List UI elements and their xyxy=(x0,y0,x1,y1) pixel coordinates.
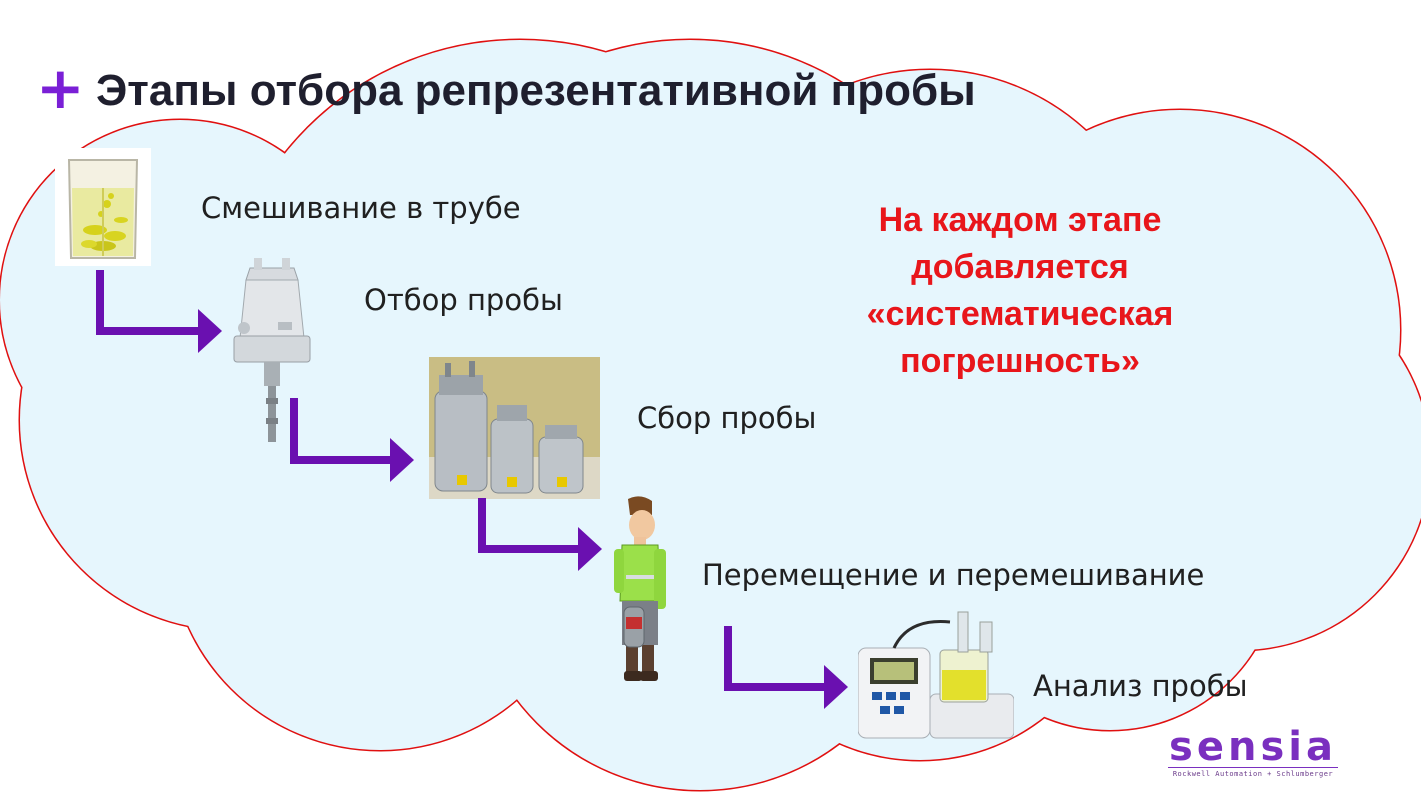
titrator-analyzer-icon xyxy=(858,611,1014,739)
callout-line-2: добавляется xyxy=(911,248,1129,286)
logo-tagline: Rockwell Automation + Schlumberger xyxy=(1172,770,1334,778)
arrow-3 xyxy=(478,498,602,571)
systematic-error-callout: На каждом этапе добавляется «систематиче… xyxy=(800,197,1240,385)
callout-line-4: погрешность» xyxy=(900,342,1140,380)
page-title: Этапы отбора репрезентативной пробы xyxy=(96,66,976,115)
title-plus-icon: + xyxy=(36,54,85,122)
step-label-mixing: Смешивание в трубе xyxy=(201,191,521,225)
callout-line-1: На каждом этапе xyxy=(878,201,1162,239)
step-label-transport: Перемещение и перемешивание xyxy=(702,558,1205,592)
arrow-1 xyxy=(96,270,222,353)
logo-rule xyxy=(1168,767,1338,768)
arrow-4 xyxy=(724,626,848,709)
sample-cylinders-icon xyxy=(429,357,600,499)
step-label-sampling: Отбор пробы xyxy=(364,283,563,317)
sensia-logo: sensia Rockwell Automation + Schlumberge… xyxy=(1168,724,1338,778)
step-label-collection: Сбор пробы xyxy=(637,401,817,435)
logo-wordmark: sensia xyxy=(1169,724,1337,770)
arrow-2 xyxy=(290,398,414,482)
carrier-person-icon xyxy=(614,496,666,681)
step-label-analysis: Анализ пробы xyxy=(1033,669,1248,703)
sampler-probe-icon xyxy=(233,258,311,442)
beaker-icon xyxy=(55,148,151,266)
callout-line-3: «систематическая xyxy=(866,295,1174,333)
